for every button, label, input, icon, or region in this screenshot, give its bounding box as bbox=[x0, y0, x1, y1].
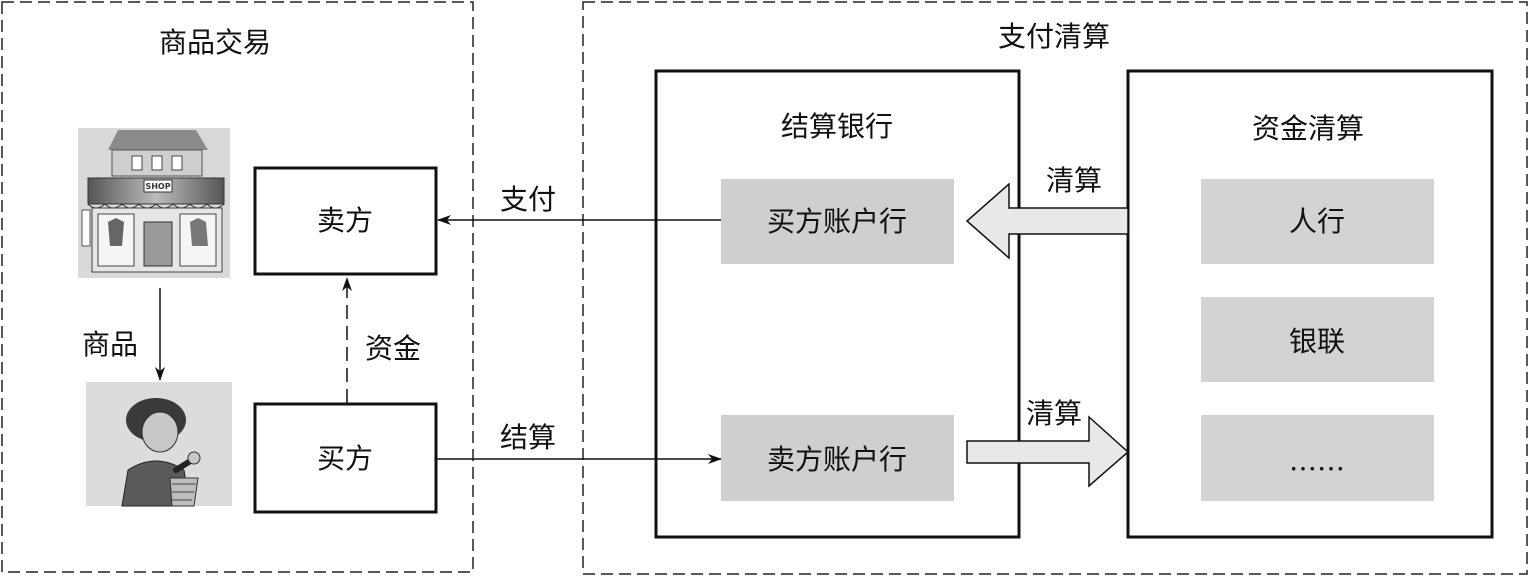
goods-label: 商品 bbox=[82, 328, 138, 361]
unionpay-box bbox=[1201, 297, 1434, 382]
trade-section-title: 商品交易 bbox=[159, 26, 271, 59]
funds-label: 资金 bbox=[365, 332, 421, 365]
seller-bank-label: 卖方账户行 bbox=[767, 443, 907, 476]
payment-section-title: 支付清算 bbox=[998, 20, 1110, 53]
unionpay-label: 银联 bbox=[1289, 325, 1345, 358]
payment-section bbox=[582, 1, 1528, 575]
seller-label: 卖方 bbox=[317, 204, 373, 237]
seller-bank-box bbox=[721, 415, 954, 501]
clear-out-label: 清算 bbox=[1026, 397, 1082, 430]
clear-in-label: 清算 bbox=[1046, 164, 1102, 197]
settle-label: 结算 bbox=[500, 421, 556, 454]
shop-image: SHOP bbox=[78, 128, 230, 278]
shop-sign-text: SHOP bbox=[145, 182, 170, 191]
buyer-bank-label: 买方账户行 bbox=[767, 205, 907, 238]
clear-out-block-arrow bbox=[966, 415, 1130, 488]
buyer-box bbox=[253, 402, 438, 514]
buyer-bank-box bbox=[721, 179, 954, 264]
clear-in-block-arrow bbox=[965, 182, 1129, 260]
fund-clearing-title: 资金清算 bbox=[1252, 112, 1364, 145]
shopper-image bbox=[86, 382, 232, 507]
more-box bbox=[1201, 415, 1434, 501]
pay-label: 支付 bbox=[500, 183, 556, 216]
trade-section bbox=[1, 1, 474, 573]
pboc-label: 人行 bbox=[1289, 205, 1345, 238]
buyer-label: 买方 bbox=[317, 442, 373, 475]
more-label: …… bbox=[1289, 444, 1345, 477]
pboc-box bbox=[1201, 179, 1434, 264]
settlement-bank-title: 结算银行 bbox=[781, 110, 893, 143]
seller-box bbox=[253, 166, 438, 276]
